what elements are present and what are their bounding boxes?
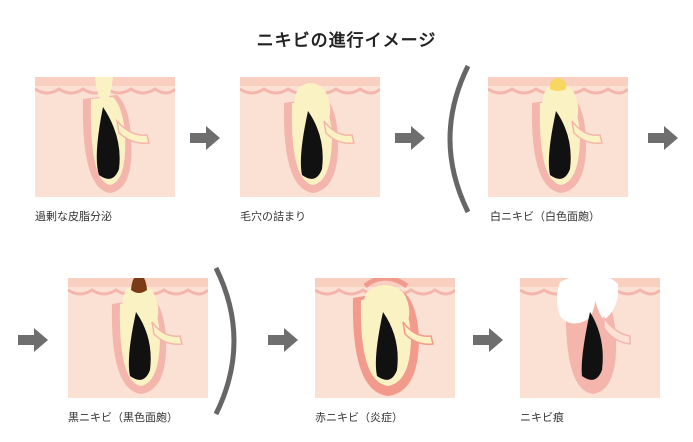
stage-whitehead-illustration [488, 77, 628, 197]
arrow-right-icon [190, 126, 220, 150]
stage-label-inflamed: 赤ニキビ（炎症） [315, 411, 403, 424]
stage-inflamed-illustration [315, 278, 455, 398]
stage-label-excess-sebum: 過剰な皮脂分泌 [35, 210, 112, 223]
open-bracket-icon [440, 64, 471, 218]
stage-acne-scar-illustration [520, 278, 660, 398]
arrow-right-icon [18, 328, 48, 352]
diagram-title: ニキビの進行イメージ [256, 31, 437, 51]
stage-label-clogged-pore: 毛穴の詰まり [240, 210, 306, 223]
stage-label-blackhead: 黒ニキビ（黒色面皰） [68, 411, 178, 424]
stage-label-acne-scar: ニキビ痕 [520, 411, 564, 424]
stage-clogged-pore-illustration [240, 77, 380, 197]
arrow-right-icon [473, 328, 503, 352]
arrow-right-icon [648, 126, 678, 150]
stage-blackhead-illustration [68, 278, 208, 398]
stage-excess-sebum-illustration [35, 77, 175, 197]
arrow-right-icon [395, 126, 425, 150]
arrow-right-icon [268, 328, 298, 352]
stage-label-whitehead: 白ニキビ（白色面皰） [490, 210, 600, 223]
close-bracket-icon [213, 266, 244, 420]
